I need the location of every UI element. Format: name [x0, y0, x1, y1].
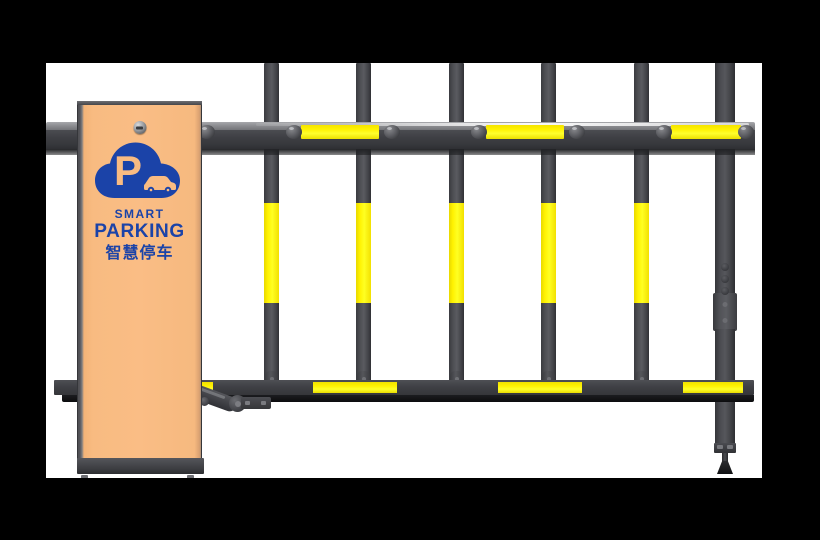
fence-post-band: [264, 203, 279, 303]
logo-text-chinese: 智慧停车: [105, 243, 174, 262]
leg-plate-bolt: [717, 445, 723, 449]
top-rail-reflector-stud: [738, 125, 754, 139]
top-rail-reflector-stud: [656, 125, 672, 139]
cabinet-base-bolt: [187, 475, 194, 478]
link-plate-bolt: [261, 401, 266, 405]
actuator-link-plate: [241, 397, 271, 409]
top-rail-hood: [46, 122, 755, 130]
leg-adjust-hole: [721, 275, 729, 283]
cloud-parking-icon: P: [94, 141, 186, 203]
fence-post-band: [541, 203, 556, 303]
bottom-rail-reflective-panel: [498, 382, 582, 393]
leg-adjust-hole: [721, 287, 729, 295]
fence-post-band: [356, 203, 371, 303]
cabinet-logo-block: P SMART PA: [77, 141, 202, 263]
bottom-rail-reflective-panel: [683, 382, 743, 393]
top-rail-reflective-panel: [671, 125, 741, 139]
leg-rubber-foot: [717, 453, 733, 475]
fence-post-band: [634, 203, 649, 303]
barrier-controller-cabinet[interactable]: P SMART PA: [77, 101, 204, 478]
bottom-rail-shadow: [62, 395, 754, 402]
collar-bolt: [722, 318, 728, 323]
fence-post-5: [634, 63, 649, 402]
actuator-base-joint: [200, 397, 209, 406]
bottom-rail-reflective-panel: [313, 382, 397, 393]
cabinet-base-bolt: [81, 475, 88, 478]
foot-stem: [722, 453, 728, 462]
top-rail-shadow: [46, 149, 755, 155]
foot-pad: [717, 461, 733, 474]
collar-bolt: [722, 302, 728, 307]
cabinet-top-cap: [77, 101, 202, 105]
fence-post-1: [264, 63, 279, 402]
top-rail-reflective-panel: [301, 125, 379, 139]
top-rail-reflector-stud: [569, 125, 585, 139]
leg-plate-bolt: [727, 445, 733, 449]
fence-post-2: [356, 63, 371, 402]
cabinet-lock-icon[interactable]: [133, 121, 146, 134]
logo-text-parking: PARKING: [94, 221, 185, 242]
top-rail-highlight: [256, 123, 749, 126]
link-plate-bolt: [245, 401, 250, 405]
top-rail-reflector-stud: [199, 125, 215, 139]
leg-adjust-collar: [713, 293, 737, 331]
cabinet-base: [77, 458, 204, 478]
top-rail-reflector-stud: [384, 125, 400, 139]
top-rail-reflective-panel: [486, 125, 564, 139]
logo-text-smart: SMART: [114, 207, 165, 221]
top-rail-reflector-stud: [471, 125, 487, 139]
svg-text:P: P: [113, 147, 141, 194]
fence-post-band: [449, 203, 464, 303]
leg-adjust-hole: [721, 263, 729, 271]
top-rail-reflector-stud: [286, 125, 302, 139]
leg-base-plate: [714, 443, 736, 453]
fence-post-3: [449, 63, 464, 402]
product-canvas: P SMART PA: [46, 63, 762, 478]
fence-post-4: [541, 63, 556, 402]
